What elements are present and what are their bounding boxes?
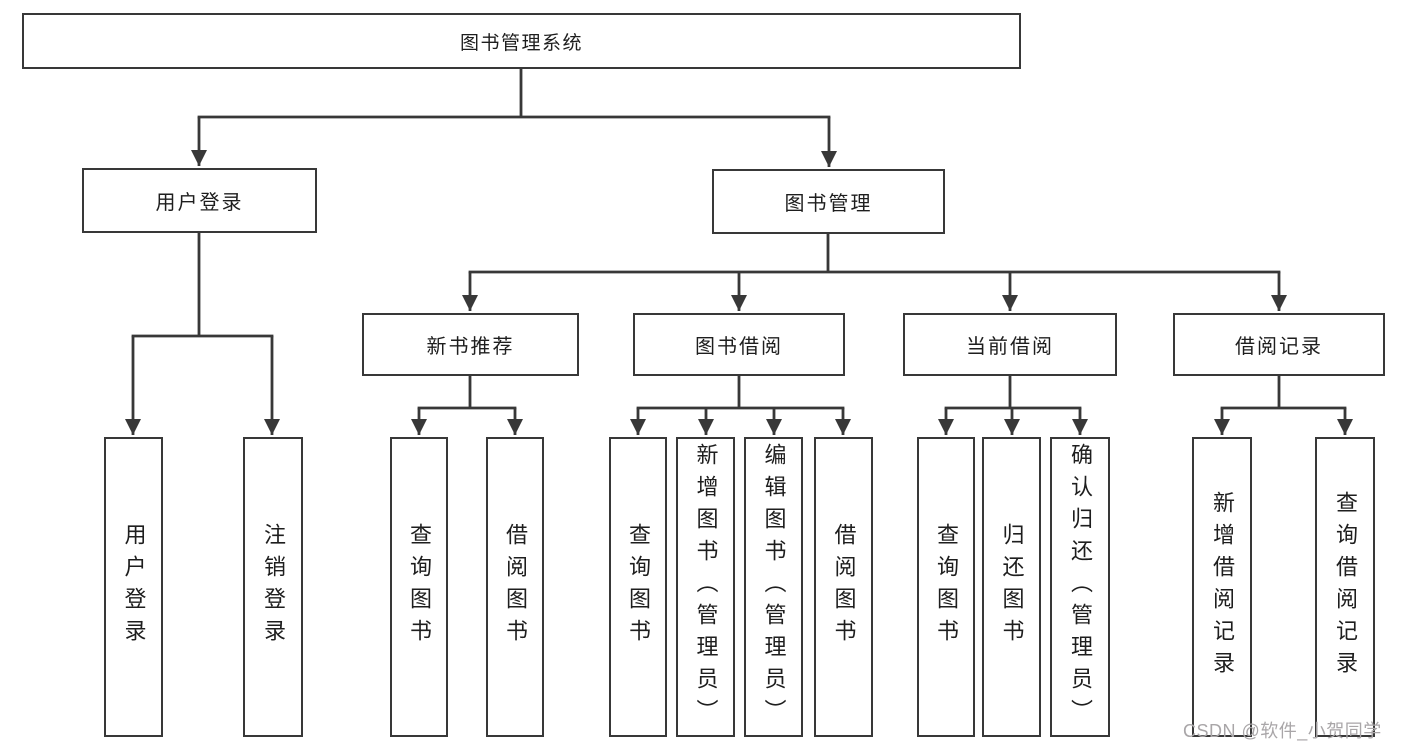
leaf-add-borrow-record: 新增借阅记录	[1192, 437, 1252, 737]
node-label: 查询图书	[934, 523, 959, 651]
node-label: 新增图书（管理员）	[693, 443, 719, 731]
leaf-return-books: 归还图书	[982, 437, 1041, 737]
node-label: 借阅图书	[503, 523, 528, 651]
leaf-query-books-borrowing: 查询图书	[609, 437, 667, 737]
node-label: 归还图书	[999, 523, 1025, 651]
node-label: 编辑图书（管理员）	[761, 443, 787, 731]
node-label: 注销登录	[261, 523, 286, 651]
leaf-query-books-recommend: 查询图书	[390, 437, 448, 737]
node-book-management: 图书管理	[712, 169, 945, 234]
node-user-login: 用户登录	[82, 168, 317, 233]
leaf-confirm-return-admin: 确认归还（管理员）	[1050, 437, 1110, 737]
node-label: 借阅图书	[831, 523, 857, 651]
leaf-borrow-books-recommend: 借阅图书	[486, 437, 544, 737]
node-label: 新增借阅记录	[1210, 491, 1235, 683]
node-new-book-recommendation: 新书推荐	[362, 313, 579, 376]
node-label: 查询借阅记录	[1333, 491, 1358, 683]
node-book-borrowing: 图书借阅	[633, 313, 845, 376]
leaf-logout-login: 注销登录	[243, 437, 303, 737]
node-root: 图书管理系统	[22, 13, 1021, 69]
leaf-query-books-current: 查询图书	[917, 437, 975, 737]
watermark: CSDN @软件_小贺同学	[1183, 721, 1382, 741]
node-label: 查询图书	[626, 523, 651, 651]
node-current-borrowing: 当前借阅	[903, 313, 1117, 376]
leaf-query-borrow-record: 查询借阅记录	[1315, 437, 1375, 737]
node-label: 确认归还（管理员）	[1068, 443, 1093, 731]
node-borrowing-records: 借阅记录	[1173, 313, 1385, 376]
node-label: 查询图书	[407, 523, 432, 651]
leaf-borrow-books-borrowing: 借阅图书	[814, 437, 873, 737]
node-label: 用户登录	[121, 523, 147, 651]
leaf-add-books-admin: 新增图书（管理员）	[676, 437, 735, 737]
leaf-edit-books-admin: 编辑图书（管理员）	[744, 437, 803, 737]
leaf-user-login: 用户登录	[104, 437, 163, 737]
